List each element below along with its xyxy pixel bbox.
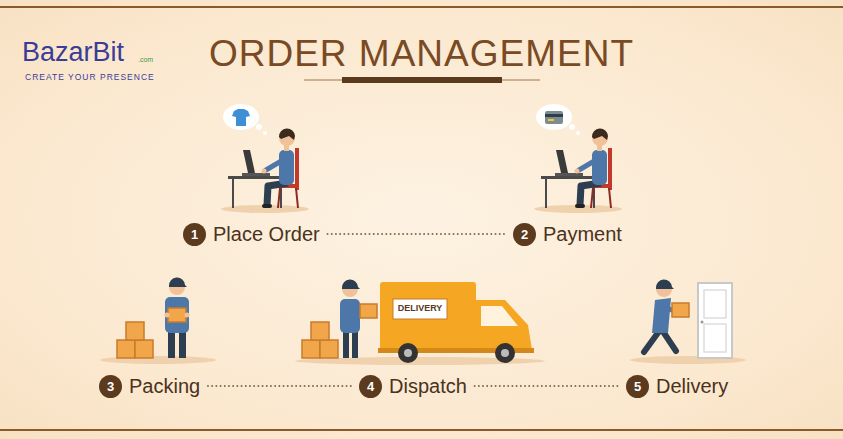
callout-number: 5 [626,375,649,398]
dotted-connector [327,233,506,235]
step-node: 5 Delivery [626,375,728,398]
step-node: 1 Place Order [183,223,320,246]
packing-figure [100,277,216,364]
step-node: 4 Dispatch [359,375,467,398]
dotted-connector [207,385,352,387]
callout-number: 2 [513,223,536,246]
step-label: Payment [543,223,622,246]
delivery-figure [630,280,746,364]
step-node: 3 Packing [99,375,200,398]
person-at-desk [221,124,309,213]
logo-text: BazarBit [22,38,124,68]
dotted-connector [474,385,619,387]
step-label: Delivery [656,375,728,398]
step-node: 2 Payment [513,223,622,246]
logo-tagline: CREATE YOUR PRESENCE [25,73,155,82]
diagram-title: ORDER MANAGEMENT [0,33,843,75]
step-label: Place Order [213,223,320,246]
step-label: Dispatch [389,375,467,398]
callout-number: 1 [183,223,206,246]
person-at-desk [534,124,622,213]
callout-number: 4 [359,375,382,398]
callout-number: 3 [99,375,122,398]
logo-suffix: .com [138,56,153,64]
step-label: Packing [129,375,200,398]
dispatch-figure [295,279,545,365]
van-label: DELIVERY [398,304,443,314]
